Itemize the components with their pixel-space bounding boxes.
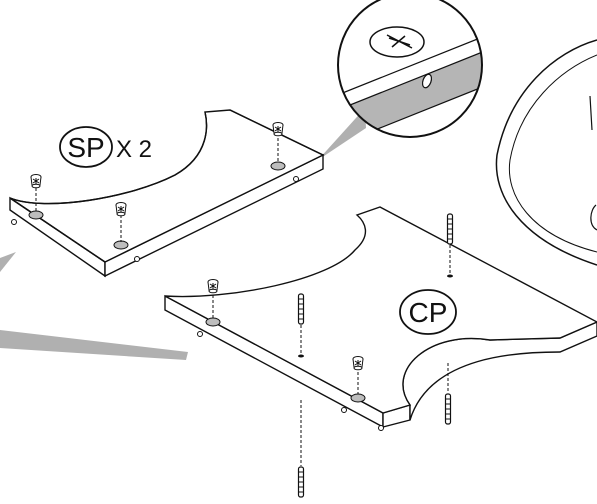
leader-wedges [0, 252, 188, 360]
table-top-panel [495, 39, 597, 266]
dowel-icon [297, 466, 305, 498]
cam-hole [270, 161, 286, 171]
dowel-icon [446, 213, 454, 245]
sp-quantity-text: X 2 [116, 136, 152, 163]
dowel-icon [297, 293, 305, 325]
cam-lock-icon [272, 122, 284, 137]
cam-hole [205, 317, 221, 327]
side-panel-sp [9, 109, 325, 278]
cam-lock-icon [207, 279, 219, 294]
cam-hole [350, 393, 366, 403]
sp-code-text: SP [67, 132, 104, 163]
cam-lock-icon [30, 174, 42, 189]
cp-code-text: CP [409, 297, 448, 328]
zoom-callout-icon [318, 0, 483, 160]
cam-lock-icon [115, 202, 127, 217]
dowel-icon [444, 393, 452, 425]
cam-hole [28, 210, 44, 220]
cam-hole [113, 240, 129, 250]
center-panel-cp [164, 206, 597, 498]
cp-label: CP [399, 289, 457, 335]
cam-lock-icon [352, 356, 364, 371]
sp-label: SP X 2 [59, 126, 152, 168]
